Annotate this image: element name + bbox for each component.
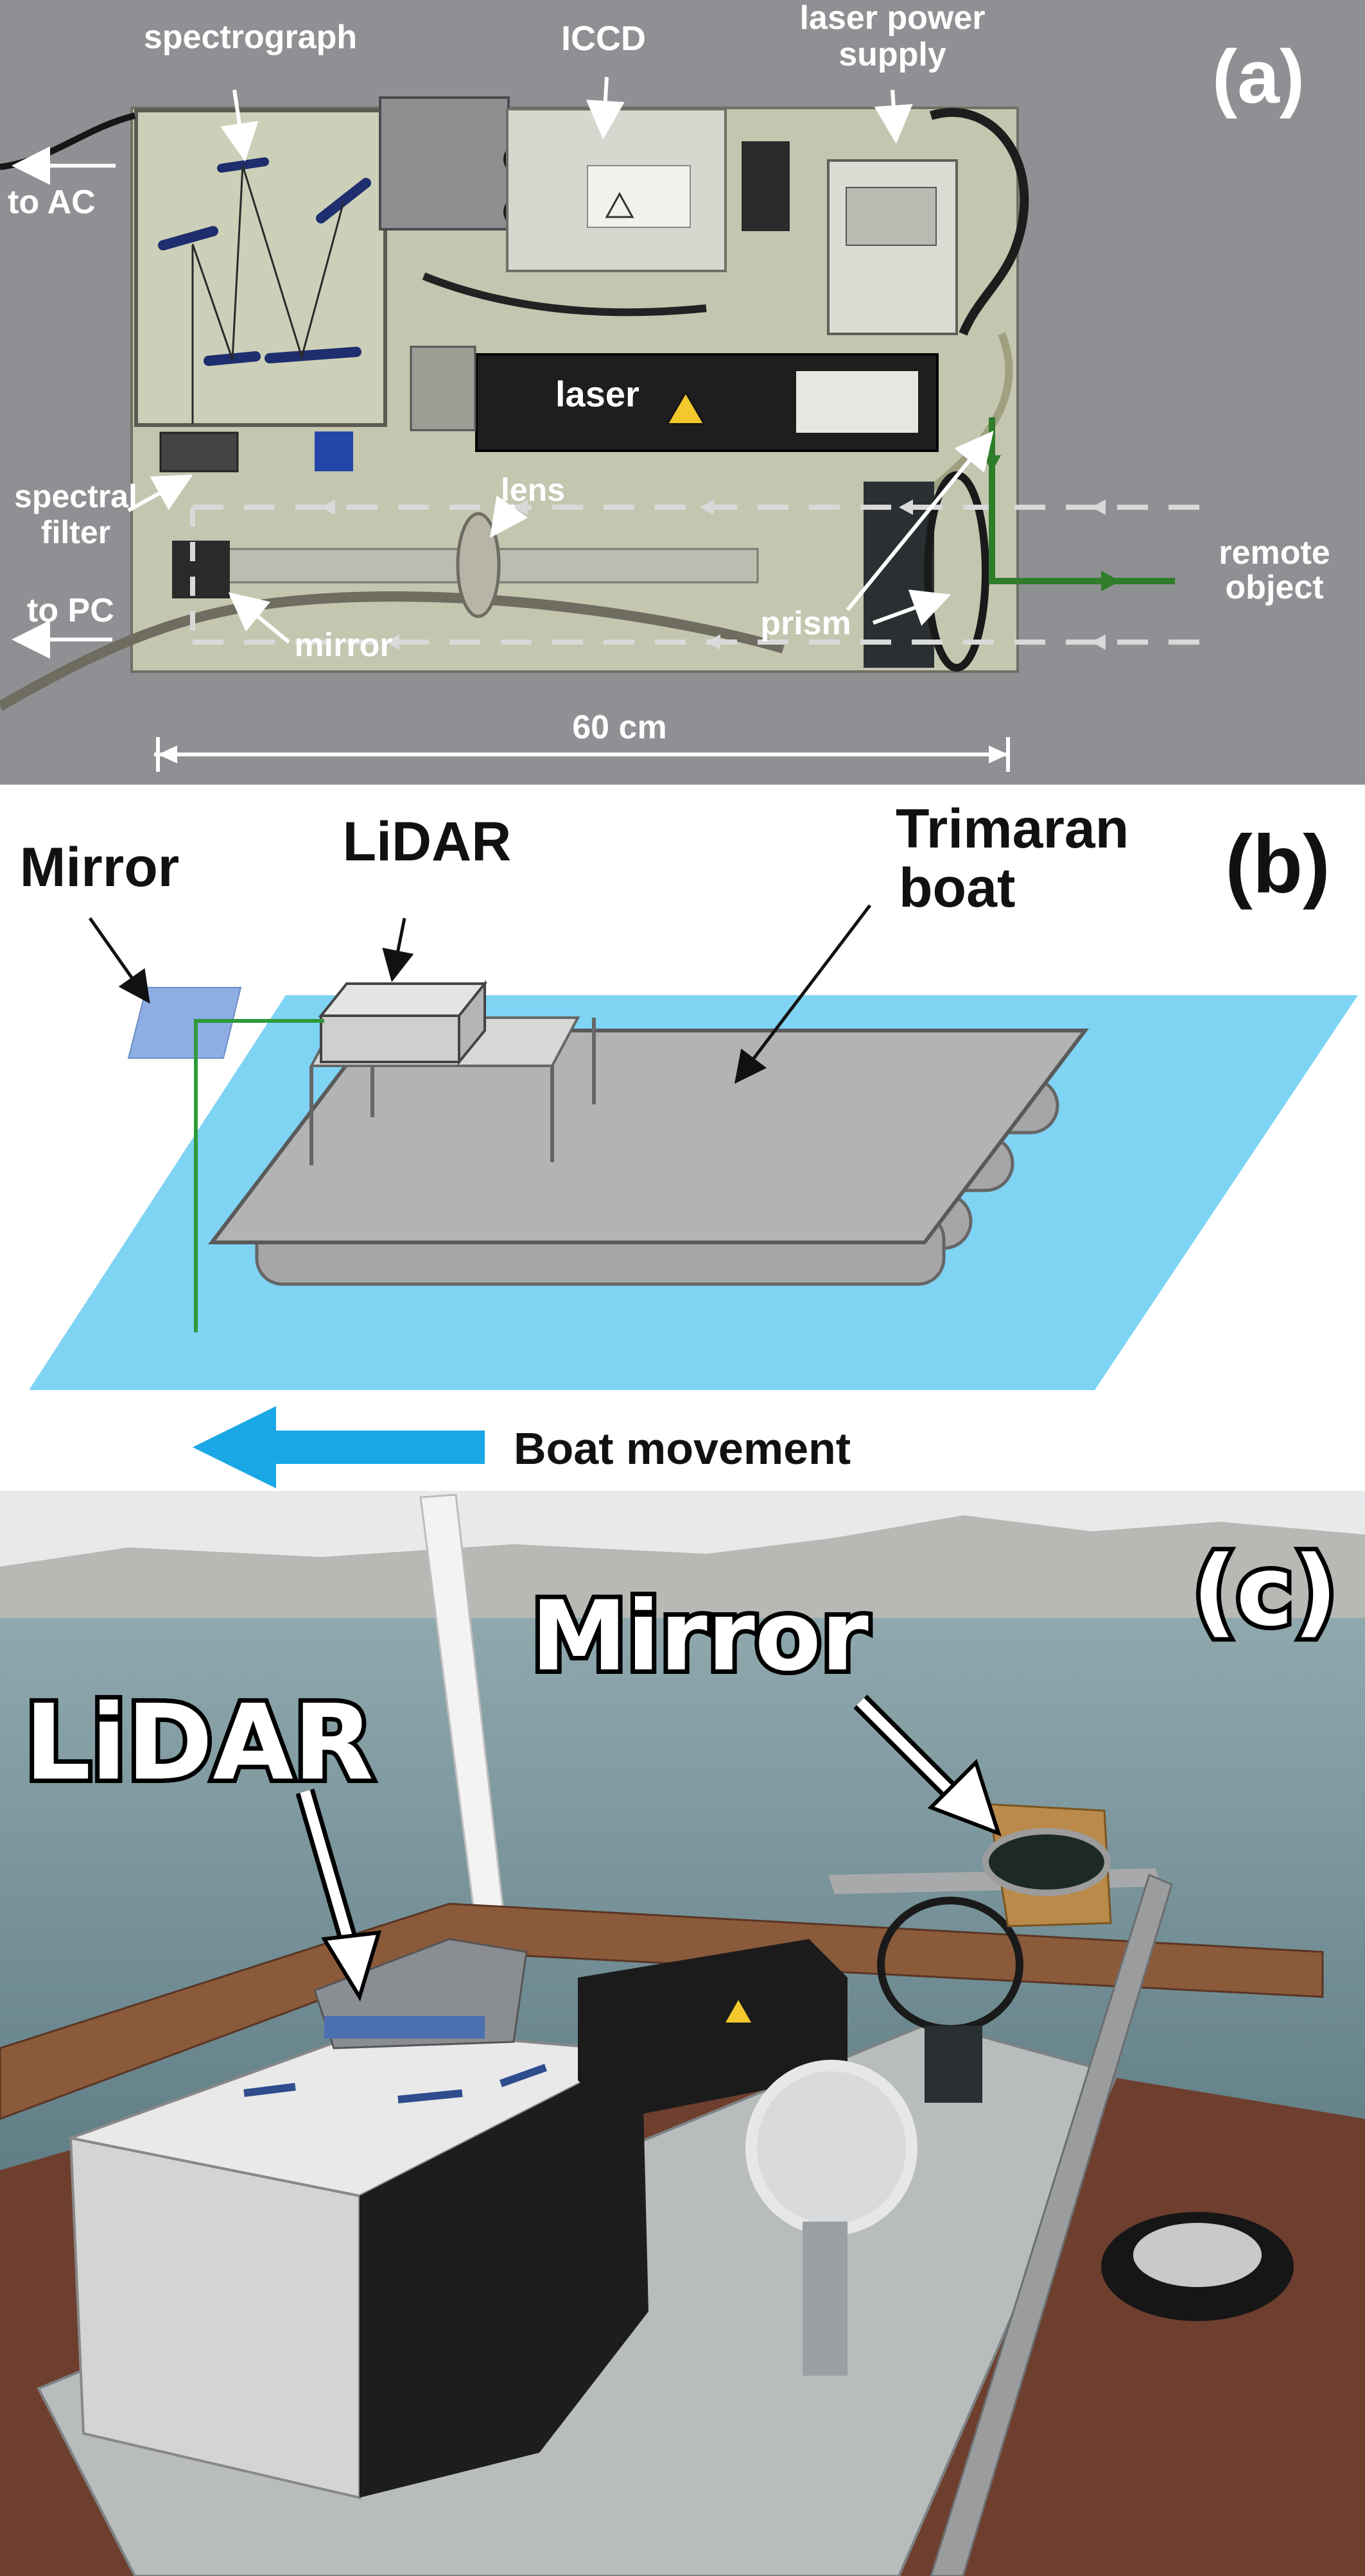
laser-power-supply — [827, 159, 958, 335]
laser-hazard-icon-c — [726, 2000, 751, 2023]
tape-roll-core — [1133, 2223, 1262, 2287]
movement-arrow-shaft — [263, 1431, 485, 1464]
label-spectrograph: spectrograph — [144, 19, 357, 56]
movement-arrow-icon — [193, 1406, 276, 1488]
spectrograph-box — [134, 109, 387, 427]
panel-b-callouts — [88, 904, 871, 1084]
lens-post-c — [803, 2222, 848, 2376]
lidar-box-front — [320, 1014, 460, 1063]
panel-c: LiDAR Mirror (c) — [0, 1491, 1365, 2576]
beam-direction-arrows — [321, 500, 1106, 650]
scale-arrow-left — [158, 745, 177, 763]
panel-c-callouts — [295, 1694, 1002, 2002]
label-mirror-b: Mirror — [20, 837, 179, 898]
prism-stand-c — [925, 2026, 982, 2103]
panel-c-tag: (c) — [1192, 1536, 1337, 1648]
wooden-rail — [0, 1902, 1324, 2120]
iccd-blue-strip — [324, 2016, 485, 2039]
laser-beam-b — [194, 1019, 324, 1332]
panel-a-tag: (a) — [1212, 35, 1305, 119]
iccd-label-plate — [587, 165, 691, 228]
panel-b-tag: (b) — [1225, 819, 1330, 910]
distant-hills — [0, 1515, 1365, 1631]
spectrograph-ray-path — [191, 165, 345, 361]
spectrograph-optics — [158, 157, 371, 366]
label-boat-line2: boat — [899, 857, 1016, 919]
label-laser: laser — [555, 374, 639, 414]
label-scale: 60 cm — [572, 709, 666, 746]
laser-warning-label — [796, 371, 918, 433]
spectral-filter-holder — [159, 431, 239, 473]
panel-a: spectrograph ICCD laser power supply (a)… — [0, 0, 1365, 785]
label-laser-power-supply-line1: laser power — [799, 0, 985, 37]
label-iccd: ICCD — [561, 19, 646, 58]
label-mirror-c: Mirror — [531, 1581, 869, 1693]
laser-c — [578, 1939, 848, 2119]
laser-hazard-icon — [666, 392, 705, 424]
label-laser-power-supply-line2: supply — [839, 36, 946, 73]
table-legs — [309, 1018, 596, 1165]
label-remote-object-line1: remote — [1219, 534, 1330, 571]
label-to-pc: to PC — [27, 592, 114, 629]
callout-arrow-mirror — [927, 1759, 1002, 1837]
label-lens: lens — [501, 472, 565, 508]
power-supply-panel — [846, 187, 937, 246]
panel-b: Mirror LiDAR Trimaran boat (b) Boat move… — [0, 785, 1365, 1491]
mirror-mount — [172, 541, 230, 598]
label-to-ac: to AC — [8, 184, 96, 221]
boat-deck — [207, 1029, 1090, 1244]
iccd-logo-icon — [605, 191, 634, 218]
scale-arrow-right — [989, 745, 1008, 763]
lidar-box-top — [318, 982, 488, 1017]
rail-pole-right — [930, 1873, 1173, 2576]
power-cable — [929, 108, 1029, 336]
laser-connector — [410, 345, 476, 431]
iccd-housing — [379, 96, 510, 231]
beam-arrow-right — [1101, 571, 1120, 591]
label-remote-object-line2: object — [1225, 569, 1323, 606]
signal-cable — [422, 272, 707, 317]
label-prism: prism — [760, 605, 851, 642]
mirror-c — [982, 1828, 1111, 1896]
lens-mount — [456, 512, 501, 618]
label-lidar-c: LiDAR — [24, 1683, 373, 1804]
pc-cable — [0, 591, 785, 711]
lidar-box-side — [458, 980, 486, 1066]
label-mirror-a: mirror — [294, 627, 392, 664]
label-spectral-filter-line2: filter — [41, 514, 110, 550]
label-lidar-b: LiDAR — [343, 811, 512, 873]
telescope-lens-c — [745, 2060, 917, 2236]
panel-a-callouts — [11, 76, 1010, 772]
spectrograph-lid-marks — [243, 2064, 548, 2103]
label-boat-movement: Boat movement — [514, 1423, 851, 1474]
mirror-plate — [127, 987, 242, 1059]
label-boat-line1: Trimaran — [896, 798, 1129, 860]
spectrograph-box-side — [360, 2051, 648, 2498]
blue-connector — [315, 431, 353, 471]
label-spectral-filter-line1: spectral — [14, 478, 137, 514]
callout-arrow-lidar — [320, 1930, 382, 2002]
power-connector — [742, 141, 790, 231]
